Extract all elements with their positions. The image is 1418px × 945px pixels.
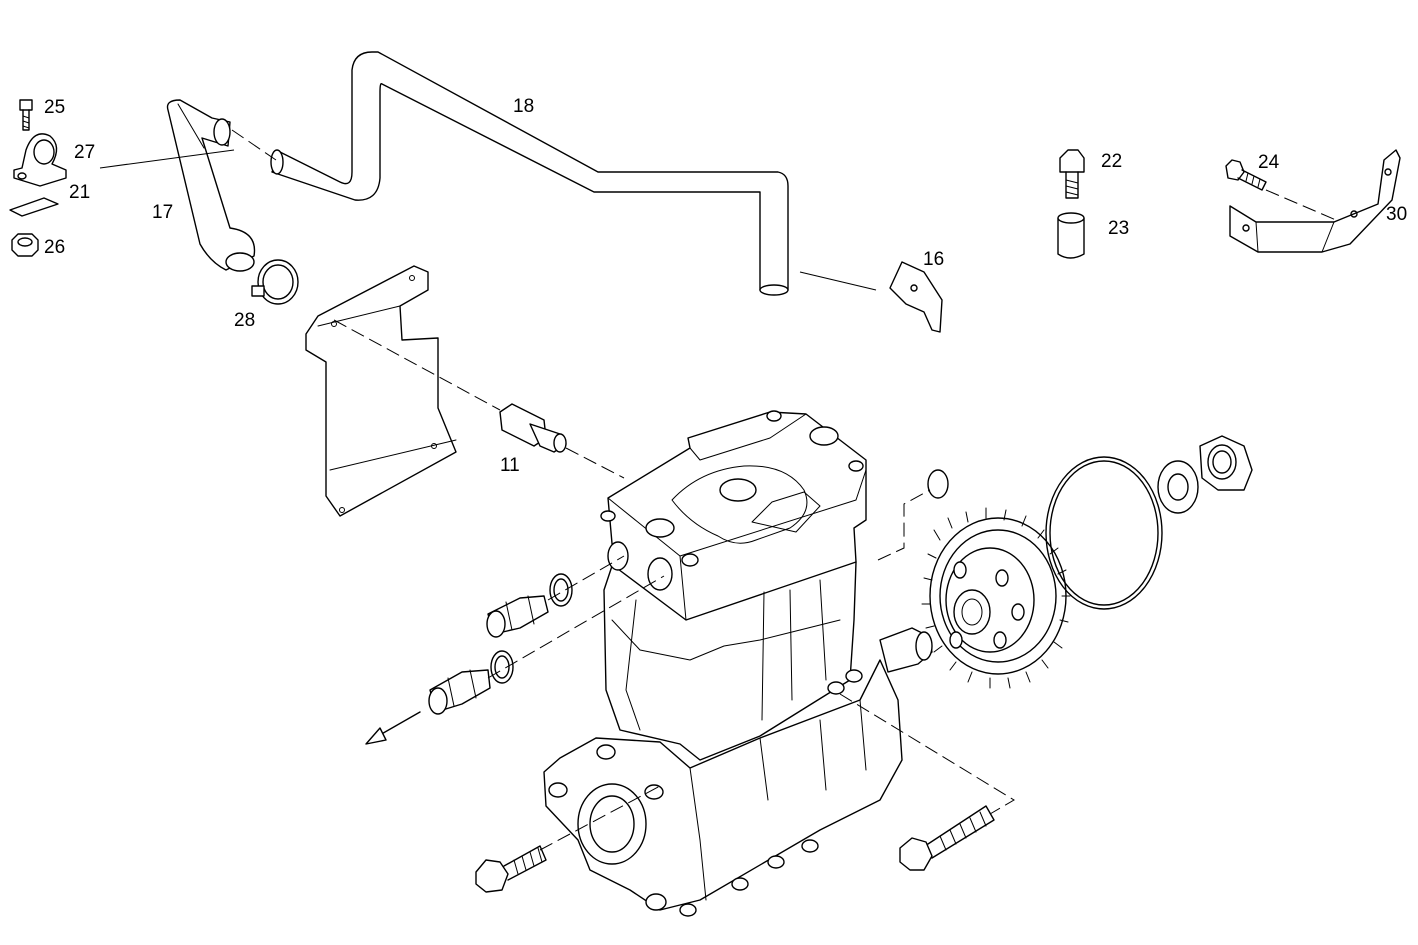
heat-shield-plate [305, 265, 457, 517]
mounting-bolt-left [475, 845, 547, 893]
union-fitting-lower [428, 669, 491, 715]
bracket-16 [889, 261, 943, 333]
washer [1157, 460, 1199, 514]
assembly-line-upper-port [547, 555, 625, 601]
label-17: 17 [152, 202, 173, 223]
o-ring-shaft [927, 469, 949, 499]
o-ring-upper [549, 573, 573, 607]
label-25: 25 [44, 97, 65, 118]
gasket-ring [1045, 456, 1163, 610]
assembly-line-fitting [333, 319, 625, 479]
bolt-22 [1059, 149, 1085, 199]
flow-direction-arrow-icon [365, 711, 421, 745]
leader-16 [799, 271, 877, 291]
assembly-line-lower-port [487, 575, 665, 679]
nut-26 [11, 233, 39, 257]
mounting-bolt-right [899, 805, 995, 871]
shim-21 [9, 197, 59, 217]
spacer-23 [1057, 212, 1085, 259]
pipe-bracket-27 [13, 133, 67, 187]
o-ring-lower [490, 650, 514, 684]
label-26: 26 [44, 237, 65, 258]
hose-clamp-28 [251, 259, 299, 305]
label-18: 18 [513, 96, 534, 117]
label-28: 28 [234, 310, 255, 331]
pipe-18 [270, 51, 789, 296]
label-21: 21 [69, 182, 90, 203]
hex-nut [1199, 435, 1253, 491]
hose-17 [166, 99, 256, 272]
assembly-line-pipe [231, 129, 277, 161]
support-bracket-30 [1229, 149, 1401, 253]
bolt-25 [19, 99, 33, 131]
leader-24-30 [1265, 189, 1337, 221]
assembly-line-rear-bolt [839, 693, 1015, 815]
assembly-line-shaft [877, 489, 931, 561]
union-fitting-upper [486, 595, 549, 638]
label-23: 23 [1108, 218, 1129, 239]
air-compressor-body [543, 410, 933, 917]
label-22: 22 [1101, 151, 1122, 172]
label-11: 11 [500, 455, 520, 476]
label-30: 30 [1386, 204, 1407, 225]
assembly-line-front-bolt [539, 785, 661, 851]
fitting-11 [499, 403, 567, 453]
leader-27 [99, 149, 235, 169]
bolt-24 [1225, 159, 1267, 191]
label-27: 27 [74, 142, 95, 163]
label-16: 16 [923, 249, 944, 270]
drive-gear [921, 507, 1071, 689]
label-24: 24 [1258, 152, 1280, 173]
